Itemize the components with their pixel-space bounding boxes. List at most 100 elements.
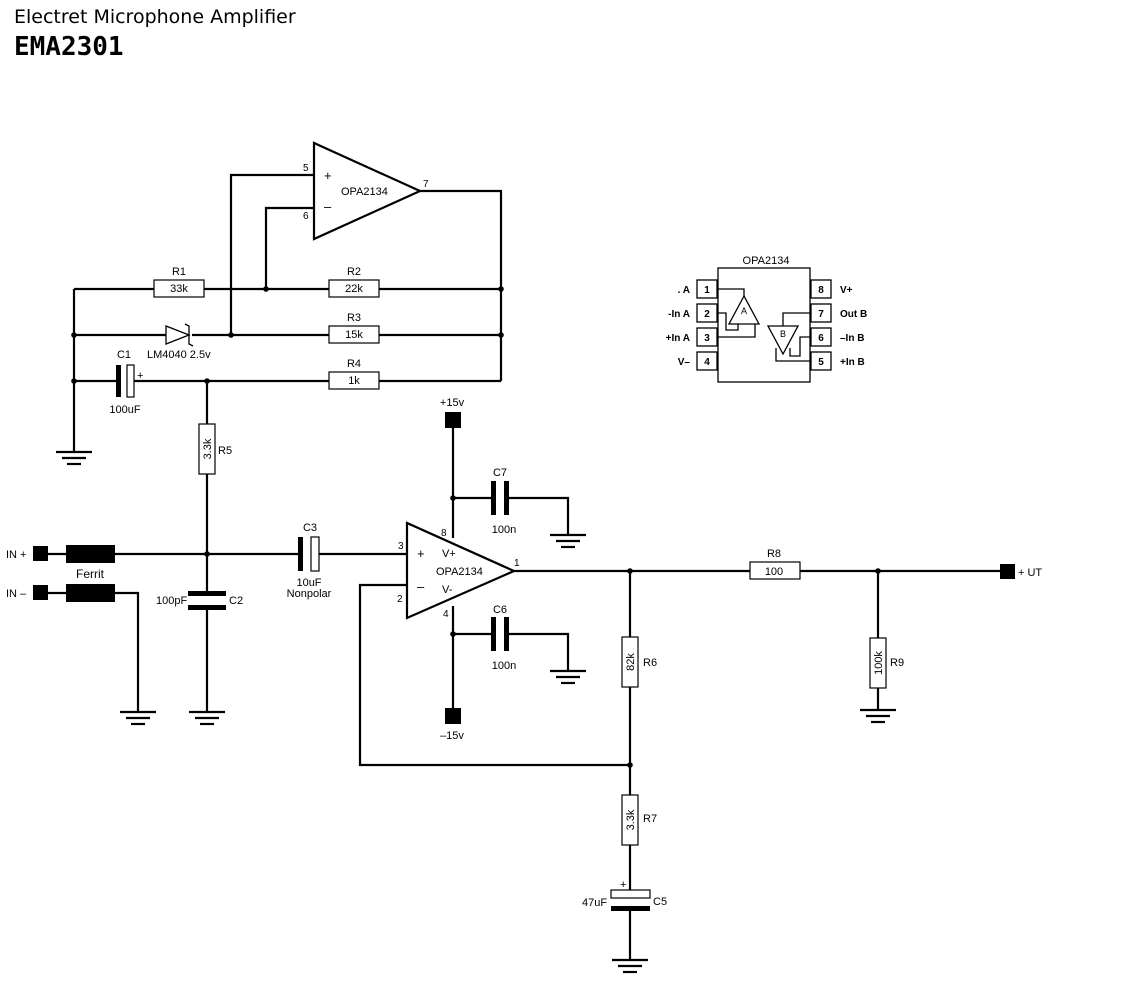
capacitor-c6: C6 100n bbox=[491, 604, 516, 672]
opamp-u1b-pin2: 2 bbox=[397, 594, 403, 605]
terminal-neg-supply bbox=[445, 708, 461, 724]
opamp-u1b-minus: – bbox=[417, 579, 425, 594]
wires-output bbox=[358, 568, 1000, 960]
package-name: OPA2134 bbox=[743, 255, 790, 267]
resistor-r5-ref: R5 bbox=[218, 445, 232, 457]
capacitor-c2: 100pF C2 bbox=[156, 591, 243, 610]
pkg-pin-3-label: +In A bbox=[666, 333, 690, 344]
package-pinout: OPA2134 1 2 3 4 . A -In A +In A V– 8 7 6… bbox=[666, 255, 867, 383]
ground-symbol bbox=[860, 708, 896, 724]
capacitor-c5: + 47uF C5 bbox=[582, 879, 667, 911]
pkg-pin-2-label: -In A bbox=[668, 309, 690, 320]
pkg-pin-8: 8 bbox=[818, 285, 824, 296]
opamp-u1a-minus: – bbox=[324, 199, 332, 214]
capacitor-c7: C7 100n bbox=[491, 467, 516, 536]
terminal-in-plus-label: IN + bbox=[6, 549, 26, 561]
resistor-r8-ref: R8 bbox=[767, 548, 781, 560]
opamp-u1a-name: OPA2134 bbox=[341, 186, 388, 198]
resistor-r7-value: 3.3k bbox=[625, 809, 637, 830]
capacitor-c2-value: 100pF bbox=[156, 595, 187, 607]
output-terminal: + UT bbox=[1000, 564, 1042, 579]
header: Electret Microphone Amplifier EMA2301 bbox=[14, 6, 296, 62]
ground-symbol bbox=[550, 533, 586, 549]
resistor-r8-value: 100 bbox=[765, 566, 783, 578]
resistor-r6-ref: R6 bbox=[643, 657, 657, 669]
pkg-pin-7: 7 bbox=[818, 309, 824, 320]
opamp-u1a-plus: + bbox=[324, 168, 332, 183]
capacitor-c1-plus: + bbox=[137, 370, 143, 382]
opamp-u1b-pin1: 1 bbox=[514, 558, 520, 569]
resistor-r2: 22k R2 bbox=[328, 266, 380, 298]
resistor-r3: 15k R3 bbox=[328, 312, 380, 344]
resistor-r9: 100k R9 bbox=[869, 637, 904, 689]
supply-rails: +15v –15v bbox=[440, 397, 570, 742]
capacitor-c3: C3 10uF Nonpolar bbox=[287, 522, 332, 600]
opamp-u1b-vminus: V- bbox=[442, 584, 453, 596]
resistor-r6-value: 82k bbox=[625, 653, 637, 671]
pkg-amp-a-label: A bbox=[741, 306, 747, 316]
pkg-pin-8-label: V+ bbox=[840, 285, 853, 296]
pos-supply-label: +15v bbox=[440, 397, 465, 409]
capacitor-c5-plus: + bbox=[620, 879, 626, 891]
capacitor-c3-value: 10uF bbox=[296, 577, 321, 589]
resistor-r1-ref: R1 bbox=[172, 266, 186, 278]
opamp-u1a-pin5: 5 bbox=[303, 163, 309, 174]
ground-symbol bbox=[56, 450, 92, 466]
resistor-r4: 1k R4 bbox=[328, 358, 380, 390]
resistor-r3-ref: R3 bbox=[347, 312, 361, 324]
capacitor-c1-ref: C1 bbox=[117, 349, 131, 361]
capacitor-c5-value: 47uF bbox=[582, 897, 607, 909]
opamp-u1b-pin8: 8 bbox=[441, 528, 447, 539]
opamp-u1b-vplus: V+ bbox=[442, 548, 456, 560]
resistor-r4-ref: R4 bbox=[347, 358, 361, 370]
neg-supply-label: –15v bbox=[440, 730, 464, 742]
resistor-r1: 33k R1 bbox=[153, 266, 205, 298]
ground-symbol bbox=[189, 710, 225, 726]
zener-diode-d1-label: LM4040 2.5v bbox=[147, 349, 211, 361]
resistor-r9-value: 100k bbox=[873, 651, 885, 675]
terminal-pos-supply bbox=[445, 412, 461, 428]
ground-symbol bbox=[550, 669, 586, 685]
pkg-pin-5-label: +In B bbox=[840, 357, 865, 368]
ferrite-label: Ferrit bbox=[76, 567, 105, 581]
pkg-pin-4-label: V– bbox=[678, 357, 691, 368]
pkg-pin-1-label: . A bbox=[678, 285, 690, 296]
opamp-u1b: + – V+ V- OPA2134 3 2 1 8 4 bbox=[397, 521, 520, 620]
resistor-r5-value: 3.3k bbox=[202, 438, 214, 459]
resistor-r3-value: 15k bbox=[345, 329, 363, 341]
pkg-pin-7-label: Out B bbox=[840, 309, 867, 320]
capacitor-c3-note: Nonpolar bbox=[287, 588, 332, 600]
resistor-r5: 3.3k R5 bbox=[198, 423, 232, 475]
terminal-in-minus bbox=[33, 585, 48, 600]
opamp-u1b-pin3: 3 bbox=[398, 541, 404, 552]
pkg-pin-4: 4 bbox=[704, 357, 710, 368]
ground-symbol bbox=[120, 710, 156, 726]
capacitor-c5-ref: C5 bbox=[653, 896, 667, 908]
terminal-out-label: + UT bbox=[1018, 567, 1042, 579]
wires-input bbox=[48, 552, 407, 712]
opamp-u1b-name: OPA2134 bbox=[436, 566, 483, 578]
capacitor-c6-ref: C6 bbox=[493, 604, 507, 616]
capacitor-c3-ref: C3 bbox=[303, 522, 317, 534]
resistor-r2-ref: R2 bbox=[347, 266, 361, 278]
resistor-r8: 100 R8 bbox=[749, 548, 801, 580]
pkg-pin-6: 6 bbox=[818, 333, 824, 344]
ferrite-beads: Ferrit bbox=[66, 545, 115, 602]
wires-reference bbox=[71, 173, 504, 712]
pkg-pin-3: 3 bbox=[704, 333, 710, 344]
pkg-pin-5: 5 bbox=[818, 357, 824, 368]
capacitor-c1-value: 100uF bbox=[109, 404, 140, 416]
resistor-r7-ref: R7 bbox=[643, 813, 657, 825]
terminal-in-plus bbox=[33, 546, 48, 561]
capacitor-c1: C1 + 100uF bbox=[109, 349, 143, 416]
capacitor-c7-ref: C7 bbox=[493, 467, 507, 479]
schematic-title: EMA2301 bbox=[14, 32, 124, 62]
opamp-u1b-pin4: 4 bbox=[443, 609, 449, 620]
zener-diode-d1: LM4040 2.5v bbox=[147, 323, 211, 361]
opamp-u1a: + – OPA2134 5 6 7 bbox=[303, 141, 429, 241]
opamp-u1a-pin7: 7 bbox=[423, 179, 429, 190]
input-terminals: IN + IN – bbox=[6, 546, 48, 600]
resistor-r4-value: 1k bbox=[348, 375, 360, 387]
capacitor-c6-value: 100n bbox=[492, 660, 516, 672]
